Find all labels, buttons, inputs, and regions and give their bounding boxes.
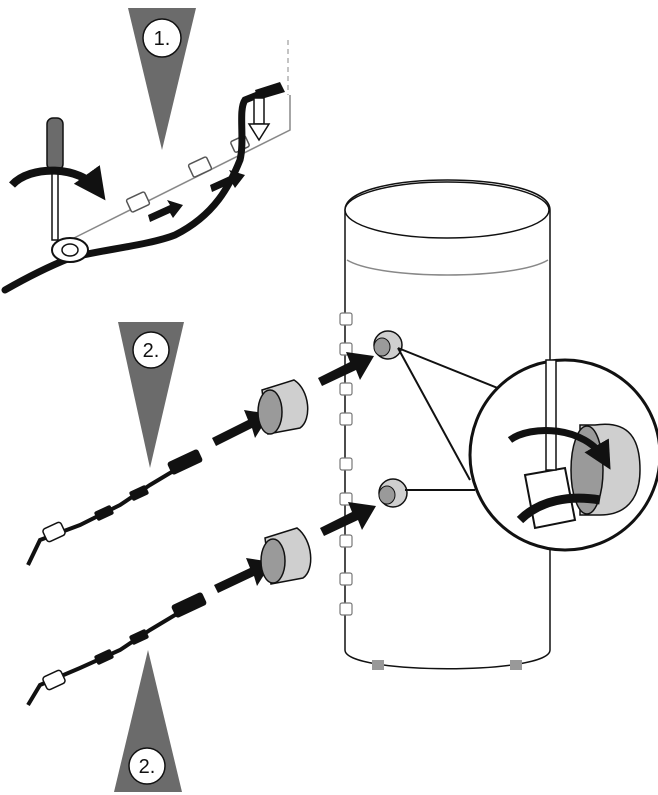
- step-2-upper-sensor: 2.: [26, 322, 374, 566]
- rotation-arrow-icon: [9, 165, 106, 201]
- step-2-lower-sensor: 2.: [26, 502, 376, 792]
- screwdriver-icon: [46, 117, 64, 241]
- step-2-lower-indicator: 2.: [114, 650, 182, 792]
- down-arrow-icon: [247, 97, 271, 142]
- step-1-label: 1.: [154, 28, 171, 50]
- sensor-probe-icon: [26, 592, 207, 707]
- detail-callout: [397, 347, 658, 552]
- detail-rotation-arrow-icon: [507, 427, 611, 470]
- protective-sleeve: [260, 527, 312, 585]
- step-2-upper-label: 2.: [143, 340, 160, 362]
- step-1-indicator: 1.: [128, 8, 196, 150]
- step-1-cable-routing: 1.: [1, 8, 291, 294]
- insert-arrow-icon: [320, 502, 376, 536]
- tank-socket-lower: [378, 478, 408, 508]
- step-2-lower-label: 2.: [139, 756, 156, 778]
- insert-arrow-icon: [212, 410, 270, 446]
- protective-sleeve: [257, 379, 309, 435]
- tank-socket-upper: [373, 330, 403, 360]
- grommet-icon: [51, 237, 89, 263]
- step-2-upper-indicator: 2.: [118, 322, 184, 468]
- sensor-cable: [1, 86, 274, 294]
- insert-arrow-icon: [214, 558, 272, 593]
- push-arrow-icon: [148, 170, 245, 222]
- storage-tank: [339, 179, 551, 670]
- sensor-probe-icon: [26, 449, 203, 566]
- insert-arrow-icon: [318, 352, 374, 386]
